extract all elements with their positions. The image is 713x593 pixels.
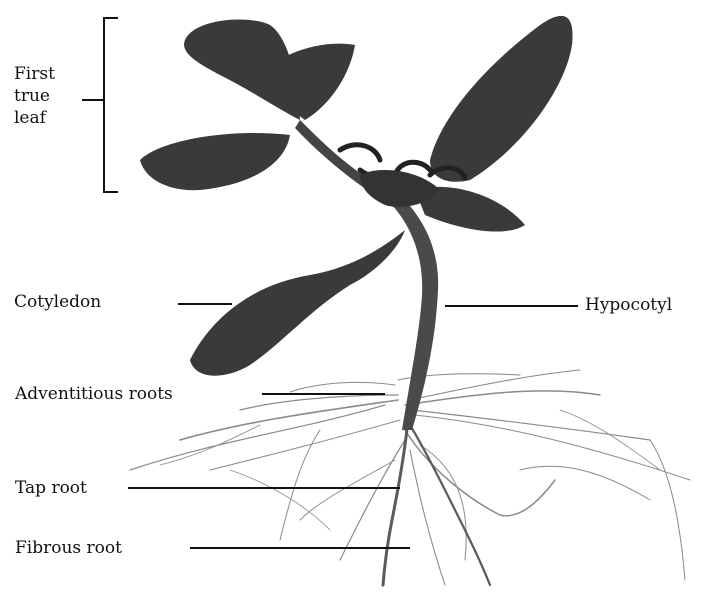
first-true-leaf-bracket: [104, 18, 118, 192]
cotyledon-shape: [190, 230, 405, 376]
hypocotyl-label: Hypocotyl: [585, 295, 672, 315]
fibrous-root-label: Fibrous root: [15, 538, 122, 558]
adventitious-roots-label: Adventitious roots: [15, 384, 173, 404]
first-true-leaves: [140, 16, 573, 232]
tap-root-shape: [383, 420, 490, 585]
first-true-leaf-label: First true leaf: [14, 63, 74, 129]
tap-root-label: Tap root: [15, 478, 87, 498]
cotyledon-label: Cotyledon: [14, 292, 101, 312]
hypocotyl-stem: [392, 195, 438, 430]
